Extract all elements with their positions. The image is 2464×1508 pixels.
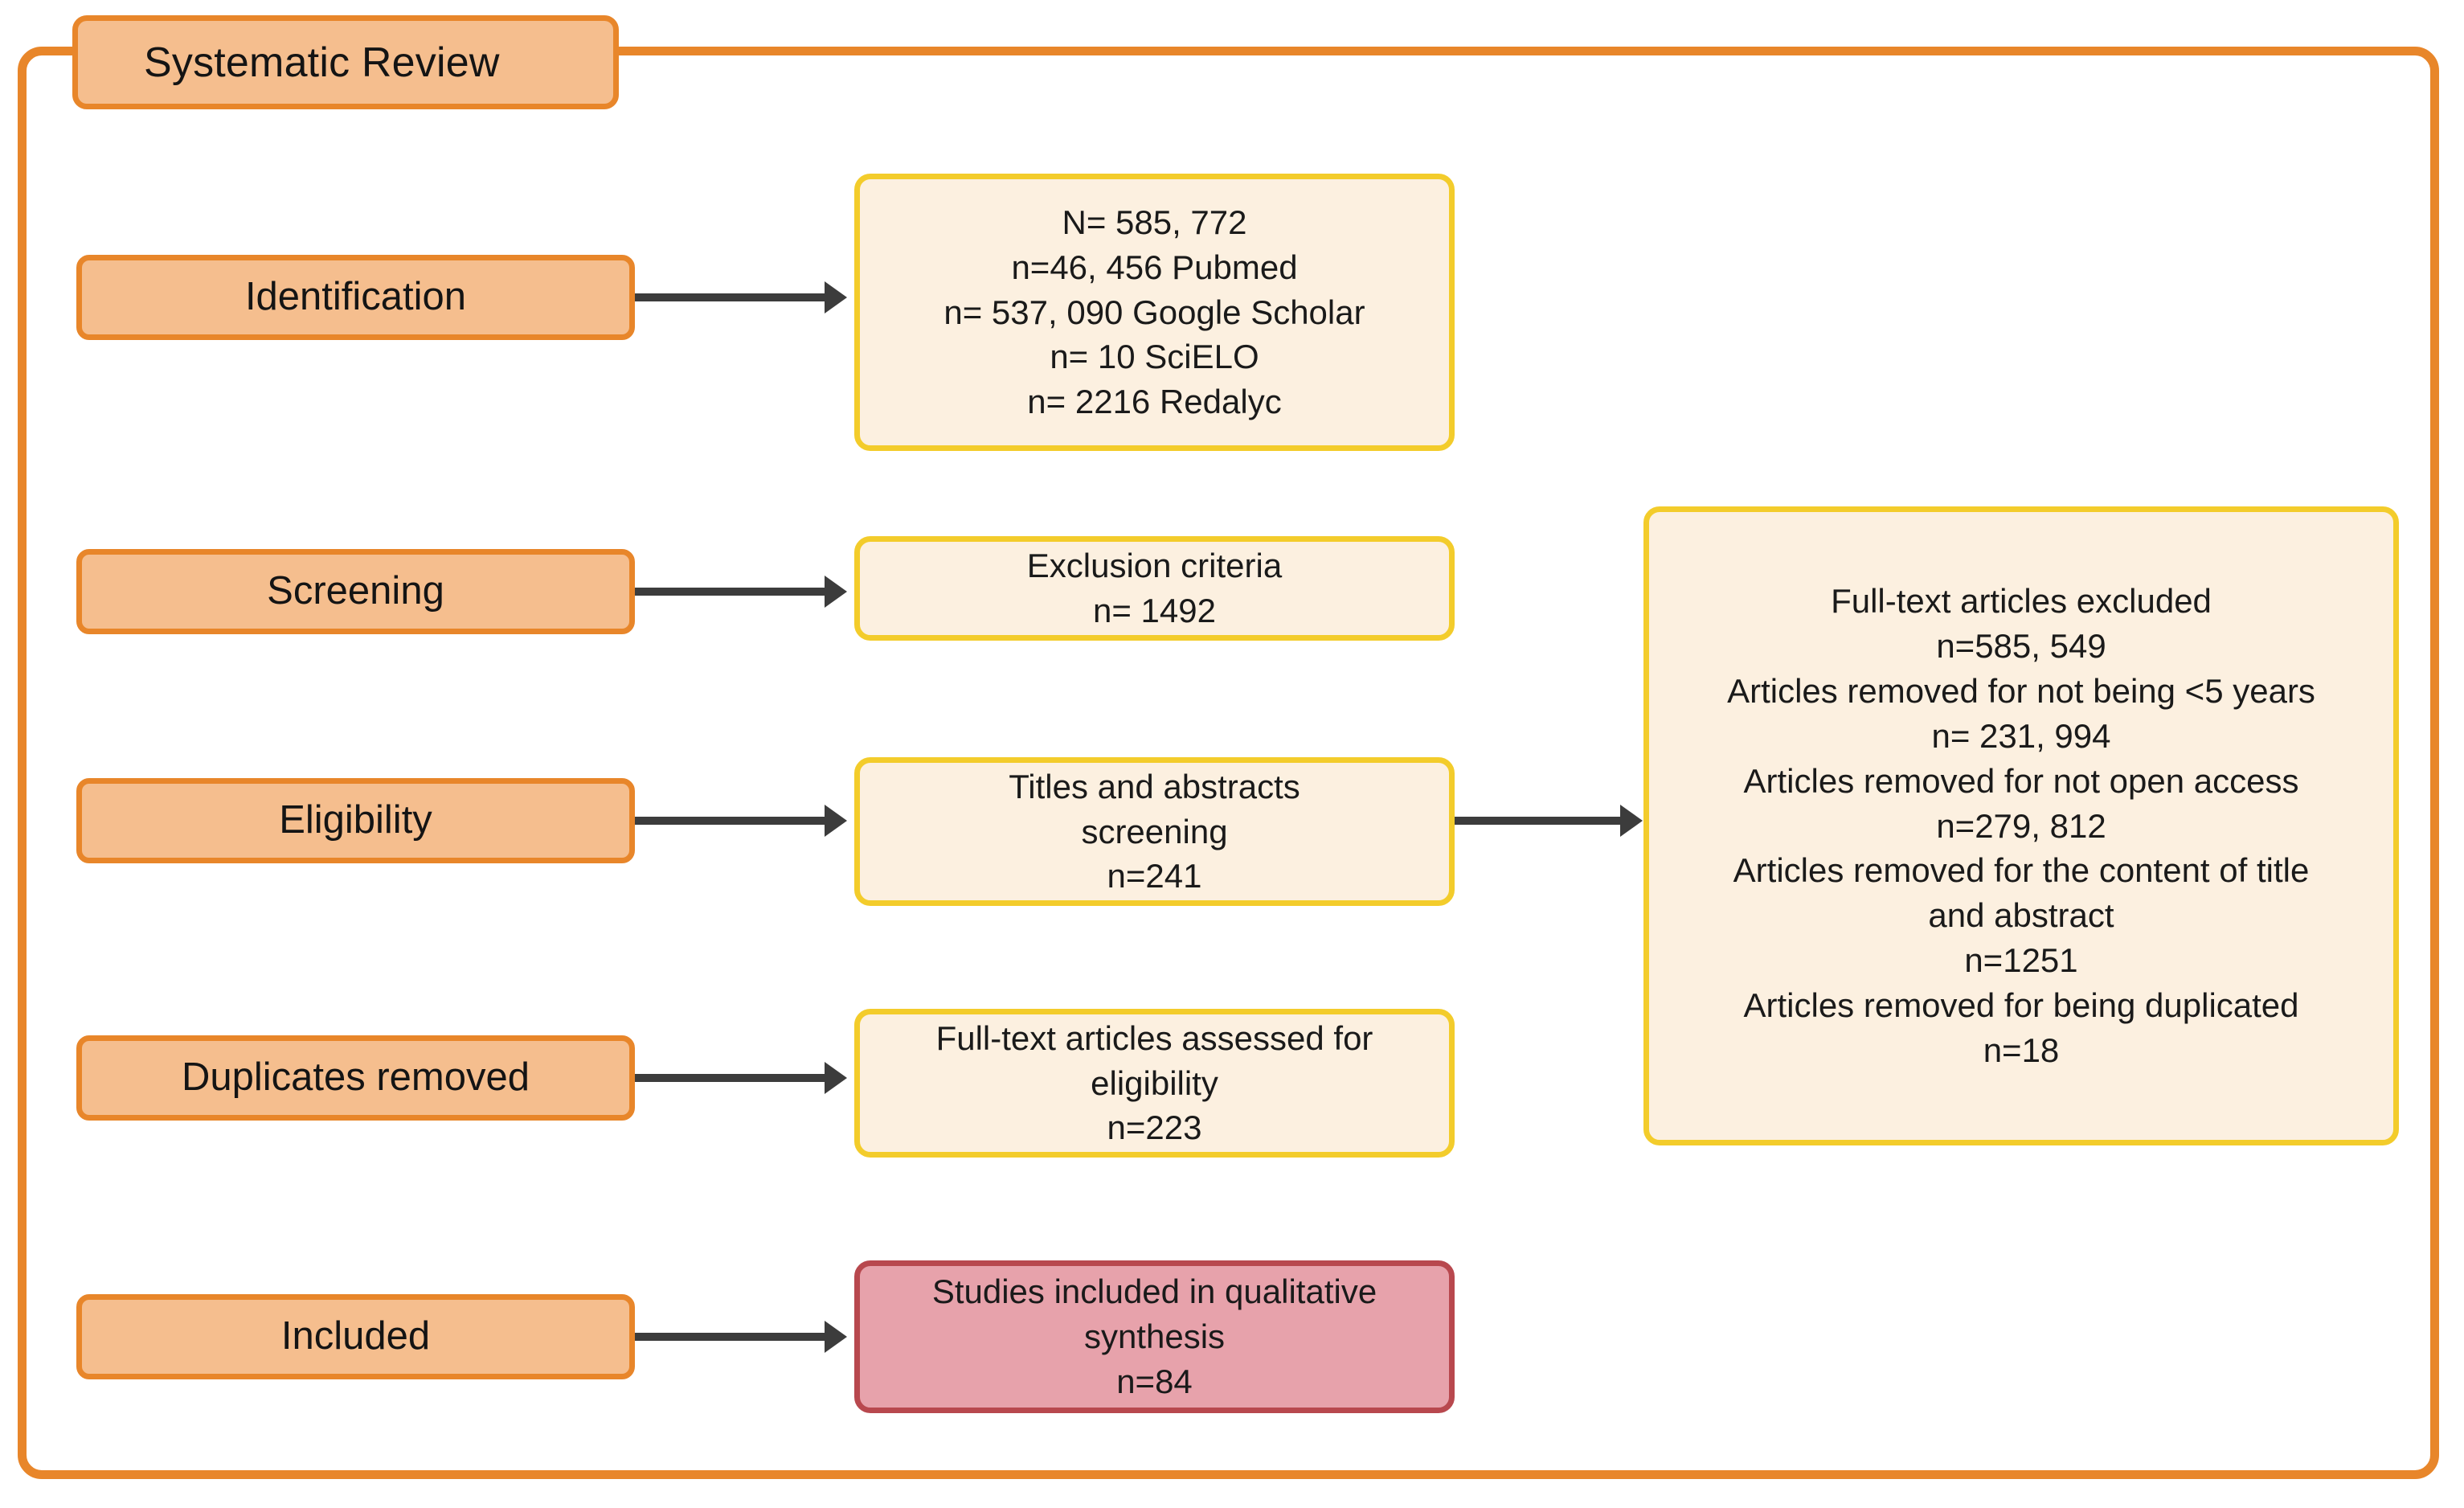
systematic-review-frame [18, 47, 2439, 1479]
node-line: n= 10 SciELO [1050, 338, 1259, 376]
node-line: n=1251 [1964, 941, 2078, 980]
node-line: n= 1492 [1093, 592, 1216, 629]
node-line: Studies included in qualitative [931, 1272, 1377, 1311]
node-titles-abstracts-screening[interactable]: Titles and abstracts screening n=241 [854, 757, 1455, 906]
node-line: n=84 [1116, 1362, 1193, 1400]
node-studies-included[interactable]: Studies included in qualitative synthesi… [854, 1260, 1455, 1413]
stage-screening[interactable]: Screening [76, 549, 635, 634]
arrow-to-excluded [1455, 817, 1623, 825]
node-line: n= 231, 994 [1931, 716, 2111, 755]
node-fulltext-assessed[interactable]: Full-text articles assessed for eligibil… [854, 1009, 1455, 1158]
node-line: n= 537, 090 Google Scholar [943, 293, 1365, 331]
node-line: n=585, 549 [1936, 627, 2106, 666]
arrow-included [635, 1333, 828, 1341]
node-line: and abstract [1928, 896, 2114, 935]
node-line: Articles removed for not open access [1743, 761, 2299, 800]
arrow-identification [635, 293, 828, 301]
arrow-eligibility [635, 817, 828, 825]
node-line: Articles removed for the content of titl… [1733, 851, 2310, 890]
node-line: Titles and abstracts [1009, 767, 1300, 805]
stage-screening-label: Screening [267, 569, 444, 613]
stage-duplicates-removed[interactable]: Duplicates removed [76, 1035, 635, 1121]
node-line: Full-text articles excluded [1831, 582, 2212, 621]
arrow-screening [635, 588, 828, 596]
node-line: Articles removed for being duplicated [1743, 986, 2299, 1024]
stage-included[interactable]: Included [76, 1294, 635, 1379]
diagram-title-label: Systematic Review [144, 39, 500, 86]
stage-identification[interactable]: Identification [76, 255, 635, 340]
stage-included-label: Included [280, 1314, 431, 1358]
node-line: n=279, 812 [1936, 806, 2106, 845]
node-exclusion-criteria[interactable]: Exclusion criteria n= 1492 [854, 536, 1455, 641]
node-line: screening [1081, 812, 1228, 850]
node-line: n=241 [1107, 857, 1202, 895]
arrow-duplicates-removed [635, 1074, 828, 1082]
stage-duplicates-removed-label: Duplicates removed [181, 1055, 530, 1100]
node-line: n=223 [1107, 1108, 1202, 1147]
node-line: Full-text articles assessed for [935, 1018, 1373, 1057]
stage-identification-label: Identification [244, 275, 467, 319]
stage-eligibility-label: Eligibility [279, 798, 432, 842]
node-line: n= 2216 Redalyc [1027, 383, 1282, 421]
node-line: eligibility [1091, 1063, 1218, 1102]
node-fulltext-excluded[interactable]: Full-text articles excluded n=585, 549 A… [1643, 506, 2399, 1145]
node-line: synthesis [1083, 1317, 1226, 1356]
stage-eligibility[interactable]: Eligibility [76, 778, 635, 863]
node-line: N= 585, 772 [1062, 203, 1247, 241]
node-identification-counts[interactable]: N= 585, 772 n=46, 456 Pubmed n= 537, 090… [854, 174, 1455, 451]
diagram-title-chip: Systematic Review [72, 15, 619, 109]
node-line: Exclusion criteria [1026, 547, 1283, 585]
node-line: n=18 [1983, 1031, 2060, 1069]
node-line: Articles removed for not being <5 years [1727, 671, 2315, 710]
node-line: n=46, 456 Pubmed [1011, 248, 1298, 286]
